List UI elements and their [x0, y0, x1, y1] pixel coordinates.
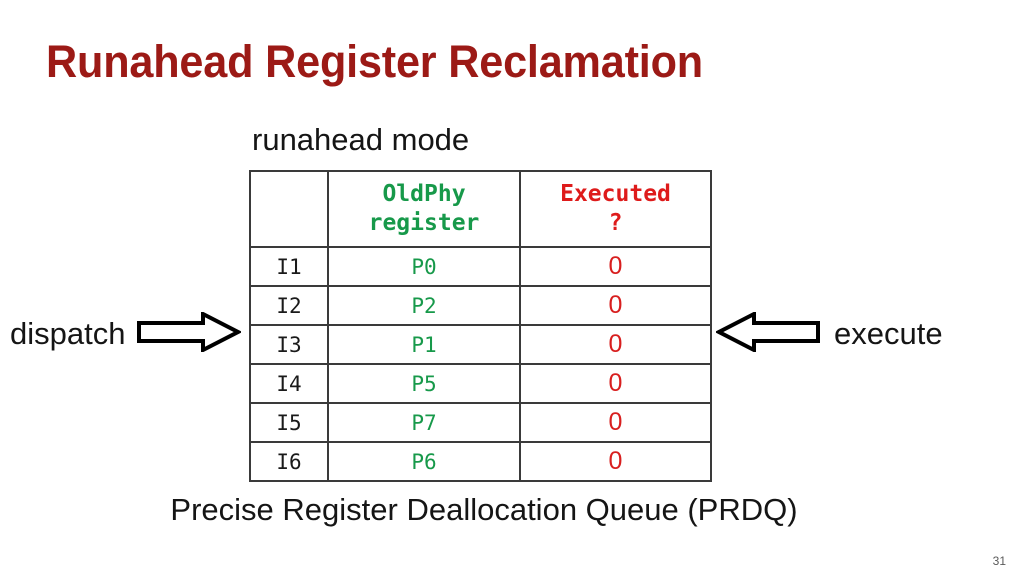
page-number: 31 — [992, 554, 1006, 568]
dispatch-label: dispatch — [10, 316, 126, 351]
block-arrow-left-icon — [714, 310, 820, 357]
block-arrow-right-icon — [137, 310, 243, 357]
cell-instruction: I1 — [249, 246, 329, 287]
cell-oldphy: P1 — [327, 324, 521, 365]
table-row: I4 P5 0 — [249, 363, 712, 404]
cell-instruction: I2 — [249, 285, 329, 326]
prdq-table-header: OldPhy register Executed ? — [249, 170, 712, 248]
cell-oldphy: P2 — [327, 285, 521, 326]
column-header-oldphy-register: OldPhy register — [327, 170, 521, 248]
prdq-table-body: I1 P0 0 I2 P2 0 I3 P1 0 I4 P5 0 I5 P7 0 … — [249, 246, 712, 482]
page-title: Runahead Register Reclamation — [46, 36, 704, 87]
cell-instruction: I4 — [249, 363, 329, 404]
cell-instruction: I5 — [249, 402, 329, 443]
table-row: I2 P2 0 — [249, 285, 712, 326]
cell-executed: 0 — [519, 441, 712, 482]
cell-oldphy: P6 — [327, 441, 521, 482]
table-row: I3 P1 0 — [249, 324, 712, 365]
cell-oldphy: P0 — [327, 246, 521, 287]
cell-instruction: I6 — [249, 441, 329, 482]
execute-flow-group: execute — [714, 310, 943, 357]
execute-label: execute — [834, 316, 943, 351]
cell-executed: 0 — [519, 246, 712, 287]
prdq-table: OldPhy register Executed ? I1 P0 0 I2 P2… — [249, 170, 712, 482]
table-row: I5 P7 0 — [249, 402, 712, 443]
cell-oldphy: P5 — [327, 363, 521, 404]
runahead-mode-label: runahead mode — [252, 122, 470, 157]
cell-instruction: I3 — [249, 324, 329, 365]
column-header-instruction — [249, 170, 329, 248]
column-header-executed: Executed ? — [519, 170, 712, 248]
cell-executed: 0 — [519, 363, 712, 404]
cell-oldphy: P7 — [327, 402, 521, 443]
prdq-caption: Precise Register Deallocation Queue (PRD… — [170, 492, 798, 527]
cell-executed: 0 — [519, 285, 712, 326]
dispatch-flow-group: dispatch — [10, 310, 243, 357]
table-header-row: OldPhy register Executed ? — [249, 170, 712, 248]
cell-executed: 0 — [519, 402, 712, 443]
table-row: I6 P6 0 — [249, 441, 712, 482]
cell-executed: 0 — [519, 324, 712, 365]
table-row: I1 P0 0 — [249, 246, 712, 287]
